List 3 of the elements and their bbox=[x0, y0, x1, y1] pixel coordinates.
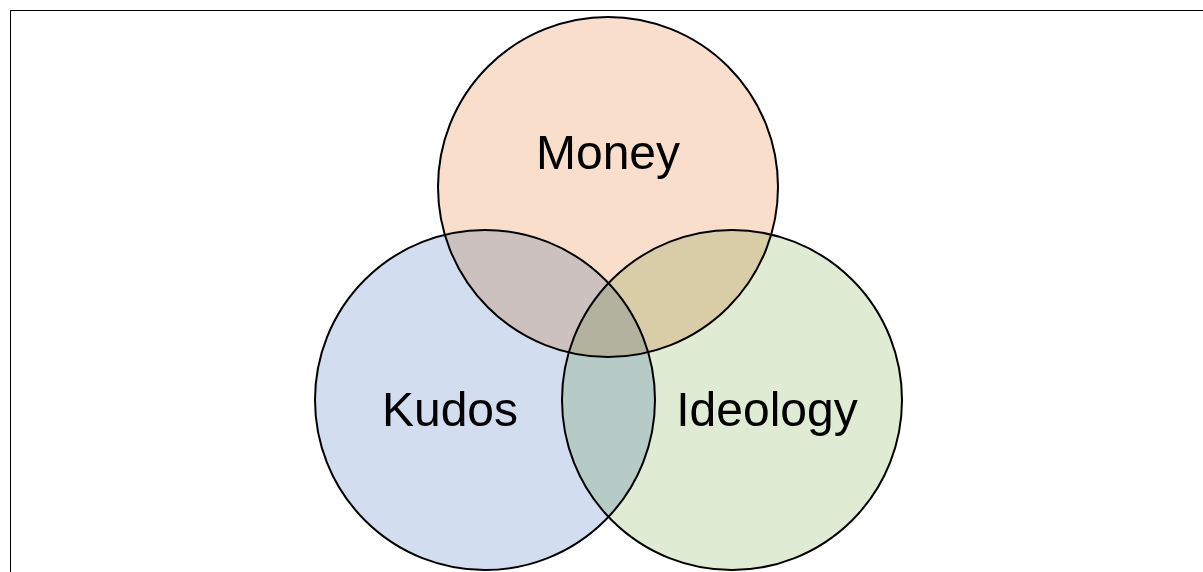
circle-label: Money bbox=[535, 129, 681, 177]
circle-label: Ideology bbox=[676, 386, 858, 434]
circle-label: Kudos bbox=[381, 386, 519, 434]
